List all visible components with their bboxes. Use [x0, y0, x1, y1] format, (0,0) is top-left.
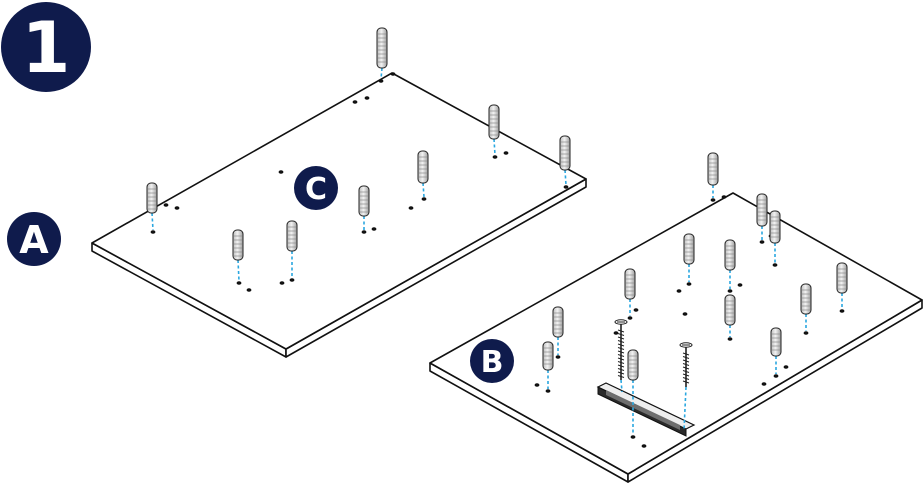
screw-icon — [679, 342, 693, 431]
hole — [352, 100, 358, 104]
label-c: C — [305, 172, 327, 207]
guide-line — [620, 379, 623, 393]
hole — [737, 283, 743, 287]
step-badge-circle — [1, 2, 91, 92]
hole — [534, 383, 540, 387]
dowel-icon — [683, 233, 695, 282]
panel-a — [91, 72, 587, 358]
guide-line — [493, 138, 496, 156]
hole — [278, 170, 284, 174]
guide-line — [237, 259, 240, 282]
hole — [839, 309, 845, 313]
guide-line — [151, 212, 154, 231]
hole — [492, 155, 498, 159]
hole — [633, 308, 639, 312]
panel-a-top — [91, 72, 587, 350]
guide-line — [422, 182, 425, 198]
hole — [279, 281, 285, 285]
hole — [545, 389, 551, 393]
dowel-icon — [627, 349, 639, 435]
hole — [761, 382, 767, 386]
hole — [686, 282, 692, 286]
dowel-icon — [756, 193, 768, 240]
hole — [174, 206, 180, 210]
dowel-icon — [488, 104, 500, 156]
hole — [150, 230, 156, 234]
hole — [710, 198, 716, 202]
hole — [364, 96, 370, 100]
hole — [641, 444, 647, 448]
hole — [676, 289, 682, 293]
dowel-icon — [376, 27, 388, 80]
dowel-icon — [146, 182, 158, 231]
guide-line — [564, 169, 567, 186]
dowel-icon — [724, 294, 736, 337]
guide-line — [380, 67, 383, 80]
screws-layer — [614, 319, 693, 431]
dowel-icon — [800, 283, 812, 331]
hole — [630, 435, 636, 439]
label-a-badge: A — [7, 212, 61, 266]
label-b-badge: B — [470, 339, 514, 383]
hole — [371, 227, 377, 231]
label-b: B — [481, 345, 504, 380]
hole — [361, 230, 367, 234]
dowel-icon — [769, 210, 781, 263]
hole — [721, 195, 727, 199]
dowel-icon — [707, 152, 719, 198]
dowel-icon — [624, 268, 636, 316]
hole — [421, 197, 427, 201]
screw-icon — [614, 319, 628, 393]
step-number: 1 — [22, 7, 71, 89]
panel-b — [429, 192, 923, 483]
panel-b-top — [429, 192, 923, 475]
hole — [563, 185, 569, 189]
hole — [289, 278, 295, 282]
hole — [503, 151, 509, 155]
dowels-layer — [146, 27, 848, 435]
dowel-icon — [417, 150, 429, 198]
hole — [682, 312, 688, 316]
hole — [627, 316, 633, 320]
dowel-icon — [542, 341, 554, 389]
label-a: A — [19, 218, 49, 262]
hole — [246, 288, 252, 292]
hole — [613, 331, 619, 335]
hole — [163, 203, 169, 207]
step-badge: 1 — [1, 2, 91, 92]
hole — [408, 206, 414, 210]
hole — [727, 289, 733, 293]
hole — [803, 331, 809, 335]
dowel-icon — [232, 229, 244, 282]
hole — [759, 240, 765, 244]
hole — [390, 72, 396, 76]
hole — [727, 337, 733, 341]
dowel-icon — [724, 239, 736, 289]
dowel-icon — [358, 185, 370, 230]
hole — [773, 374, 779, 378]
holes-layer — [150, 72, 845, 448]
hole — [236, 281, 242, 285]
dowel-icon — [559, 135, 571, 186]
hole — [378, 79, 384, 83]
dowel-icon — [286, 220, 298, 278]
dowel-icon — [770, 327, 782, 374]
hole — [555, 355, 561, 359]
dowel-icon — [552, 306, 564, 355]
hole — [783, 365, 789, 369]
dowel-icon — [836, 262, 848, 309]
hole — [772, 263, 778, 267]
guide-line — [683, 386, 687, 431]
label-c-badge: C — [294, 166, 338, 210]
metal-rail — [596, 382, 696, 437]
